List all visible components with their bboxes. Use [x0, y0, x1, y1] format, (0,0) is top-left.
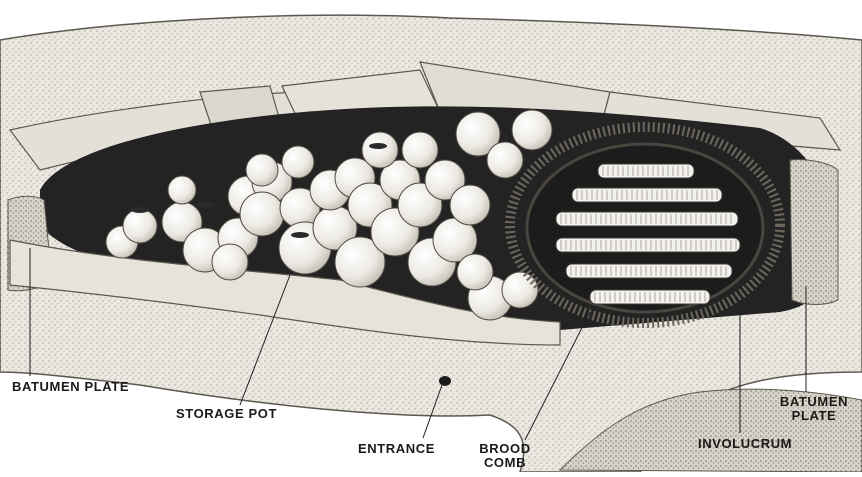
label-entrance: ENTRANCE — [358, 442, 435, 456]
storage-pot-opening — [291, 232, 309, 238]
label-involucrum: INVOLUCRUM — [698, 437, 792, 451]
brood-comb-layer — [590, 290, 710, 304]
label-batumen-plate-left: BATUMEN PLATE — [12, 380, 129, 394]
batumen-plate-right — [790, 159, 838, 304]
brood-comb-layer — [598, 164, 694, 178]
storage-pot-opening — [369, 143, 387, 149]
storage-pot — [402, 132, 438, 168]
storage-pot — [168, 176, 196, 204]
storage-pot — [487, 142, 523, 178]
storage-pot-opening — [196, 202, 214, 208]
storage-pot — [450, 185, 490, 225]
label-brood-comb: BROOD COMB — [472, 442, 538, 470]
storage-pot — [512, 110, 552, 150]
entrance-hole — [439, 376, 451, 386]
storage-pot — [123, 209, 157, 243]
storage-pot — [362, 132, 398, 168]
brood-comb-layer — [566, 264, 732, 278]
storage-pot — [246, 154, 278, 186]
label-storage-pot: STORAGE POT — [176, 407, 277, 421]
label-batumen-plate-right: BATUMEN PLATE — [770, 395, 858, 423]
brood-comb-layer — [572, 188, 722, 202]
brood-comb-layer — [556, 238, 740, 252]
storage-pot — [502, 272, 538, 308]
storage-pot — [457, 254, 493, 290]
storage-pot — [282, 146, 314, 178]
storage-pot-opening — [131, 207, 149, 213]
storage-pot — [212, 244, 248, 280]
label-batumen-plate-right-line1: BATUMEN — [770, 395, 858, 409]
label-batumen-plate-right-line2: PLATE — [770, 409, 858, 423]
brood-comb-layer — [556, 212, 738, 226]
label-brood-comb-line1: BROOD — [472, 442, 538, 456]
label-brood-comb-line2: COMB — [472, 456, 538, 470]
storage-pot — [240, 192, 284, 236]
